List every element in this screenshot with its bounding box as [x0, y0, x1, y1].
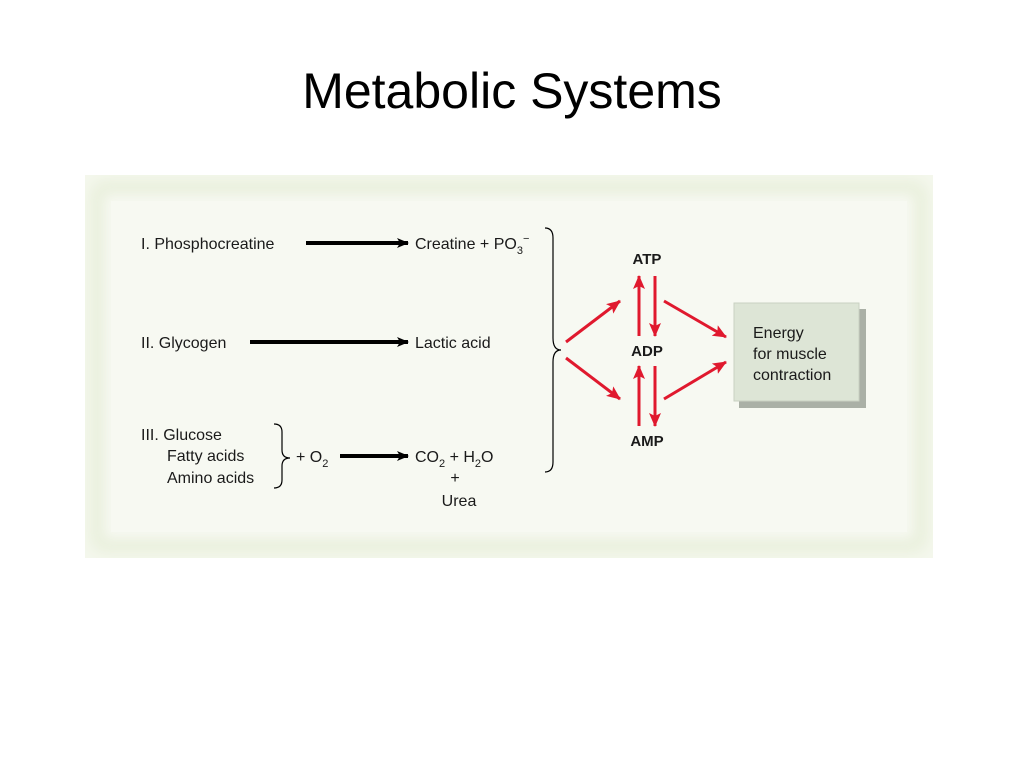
- urea-label: Urea: [442, 493, 477, 510]
- creatine-label: Creatine + PO3−: [415, 233, 529, 257]
- slide-title: Metabolic Systems: [302, 63, 722, 119]
- brace-to-amp-arrow: [565, 356, 621, 401]
- urea-plus-label: +: [450, 470, 459, 487]
- atp-label: ATP: [633, 251, 662, 268]
- energy-line-3: contraction: [753, 367, 831, 384]
- fatty-acids-label: Fatty acids: [167, 448, 244, 465]
- row3-brace: [273, 423, 291, 489]
- amp-label: AMP: [630, 433, 663, 450]
- co2-water-label: CO2 + H2O: [415, 449, 494, 470]
- amino-acids-label: Amino acids: [167, 470, 254, 487]
- lactic-acid-label: Lactic acid: [415, 335, 491, 352]
- cycle-to-energy-upper-arrow: [663, 299, 727, 339]
- cycle-to-energy-lower-arrow: [663, 360, 727, 401]
- glycogen-label: II. Glycogen: [141, 335, 226, 352]
- glucose-label: III. Glucose: [141, 427, 222, 444]
- energy-line-1: Energy: [753, 325, 804, 342]
- products-brace: [544, 227, 562, 473]
- oxygen-label: + O2: [296, 449, 328, 470]
- brace-to-atp-arrow: [565, 299, 621, 344]
- adp-label: ADP: [631, 343, 663, 360]
- energy-line-2: for muscle: [753, 346, 827, 363]
- energy-box: [733, 302, 860, 402]
- phosphocreatine-label: I. Phosphocreatine: [141, 236, 275, 253]
